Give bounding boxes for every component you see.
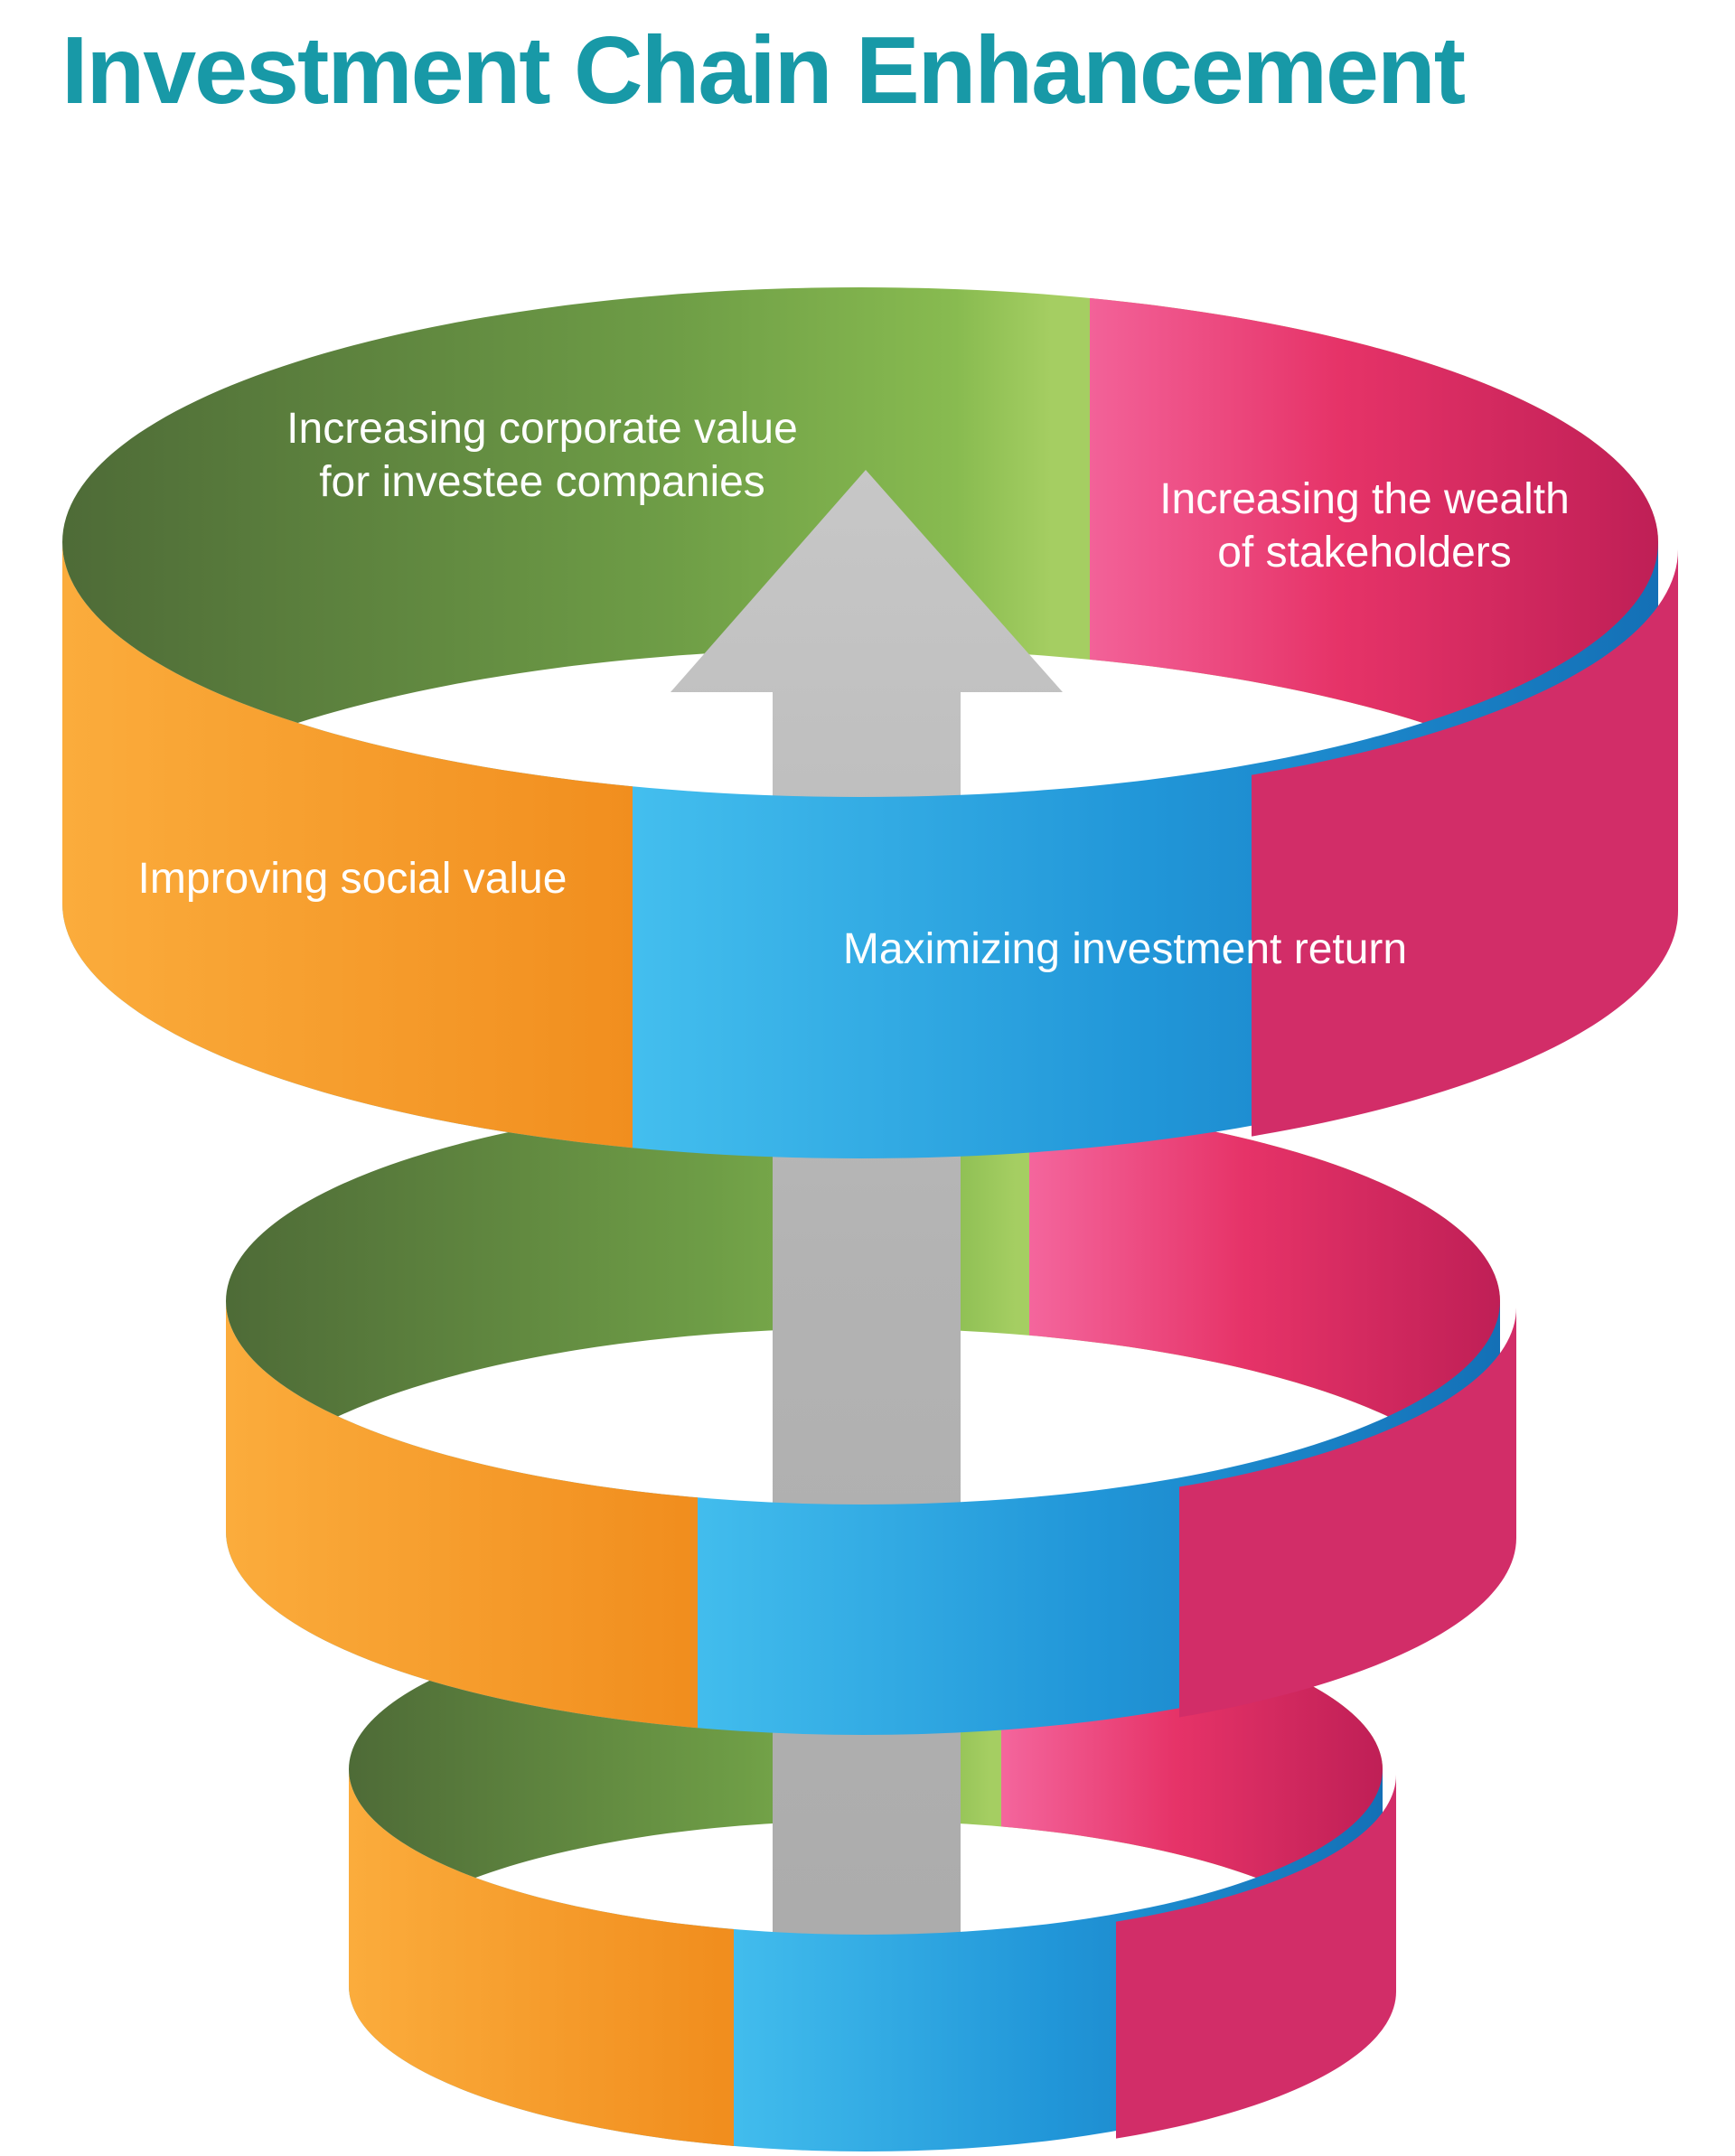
ring-middle-segment-orange xyxy=(226,1301,698,1729)
ring-top-front xyxy=(62,542,1678,1158)
ring-middle-front xyxy=(226,1301,1516,1735)
ring-bottom-front xyxy=(349,1769,1396,2151)
ring-top-pink-rim xyxy=(1252,549,1678,1137)
ring-bottom-pink-rim xyxy=(1116,1775,1396,2139)
ring-bottom-segment-orange xyxy=(349,1769,734,2146)
ring-middle-segment-pink xyxy=(1029,1104,1500,1532)
label-stakeholder-wealth: Increasing the wealth of stakeholders xyxy=(1159,475,1570,576)
label-social-value: Improving social value xyxy=(137,855,567,903)
ring-middle-pink-rim xyxy=(1179,1308,1516,1718)
label-investment-return: Maximizing investment return xyxy=(842,925,1408,973)
ring-top-segment-orange xyxy=(62,542,633,1148)
page-title: Investment Chain Enhancement xyxy=(61,17,1466,124)
label-investee-value: Increasing corporate value for investee … xyxy=(286,405,798,506)
upward-arrow xyxy=(671,470,1063,2033)
